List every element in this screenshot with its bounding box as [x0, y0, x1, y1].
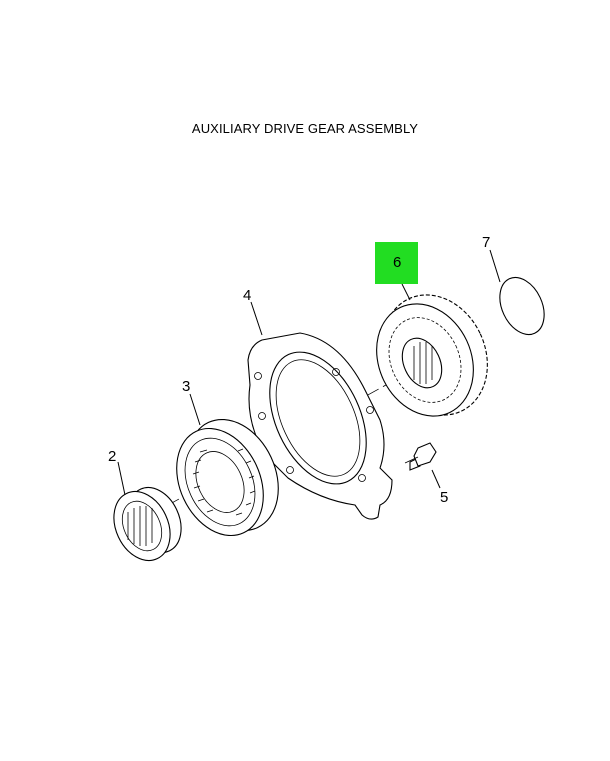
callout-2: 2 [108, 448, 116, 465]
callout-7: 7 [482, 234, 490, 251]
leader-5 [431, 469, 441, 489]
callout-6-highlight[interactable] [375, 242, 418, 284]
drive-gear[interactable] [359, 278, 507, 433]
splined-hub[interactable] [103, 479, 191, 570]
callout-6: 6 [393, 254, 401, 271]
callout-5: 5 [440, 489, 448, 506]
bolt[interactable] [404, 442, 437, 471]
snap-ring[interactable] [491, 270, 553, 341]
leader-7 [489, 249, 501, 283]
leader-6 [401, 283, 411, 301]
bearing[interactable] [160, 405, 295, 550]
leader-3 [189, 393, 201, 426]
leader-2 [117, 461, 126, 496]
retainer-plate[interactable] [247, 332, 393, 520]
callout-4: 4 [243, 287, 251, 304]
page-title: AUXILIARY DRIVE GEAR ASSEMBLY [191, 121, 419, 136]
callout-3: 3 [182, 378, 190, 395]
leader-4 [250, 301, 263, 336]
